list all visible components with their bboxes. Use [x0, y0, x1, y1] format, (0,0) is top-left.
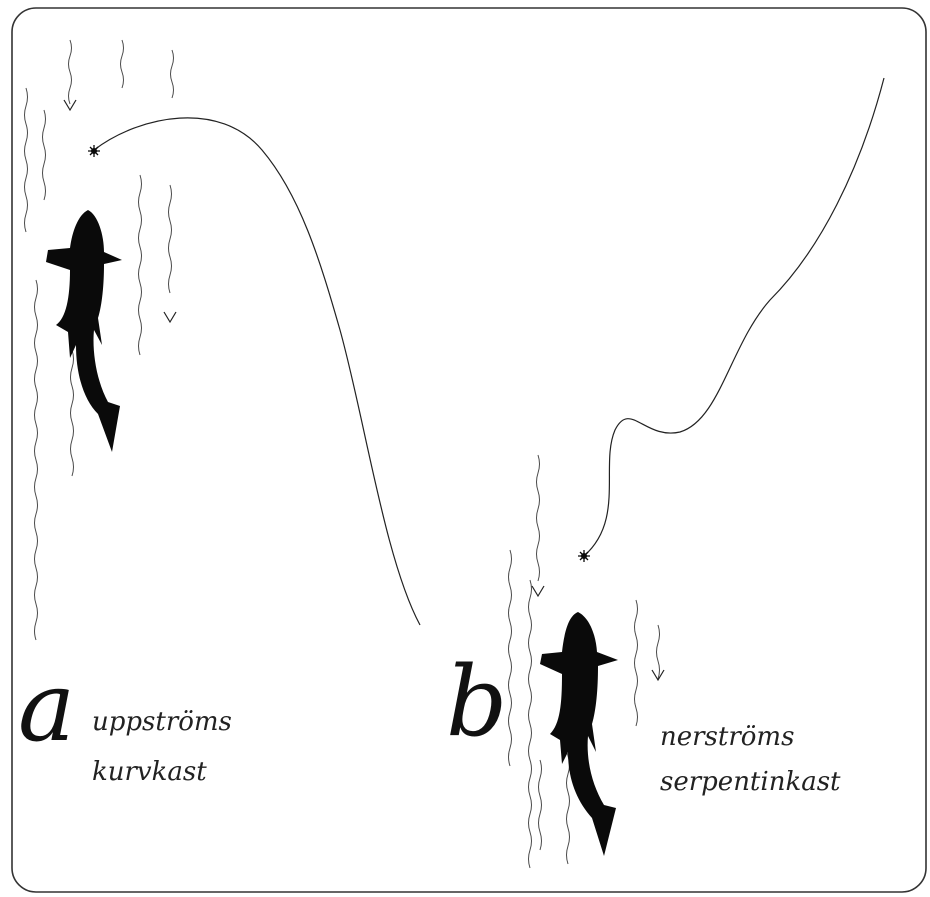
- panel-a-letter: a: [18, 651, 75, 763]
- panel-b-caption-line1: nerströms: [660, 722, 794, 752]
- panel-b-letter: b: [446, 646, 507, 758]
- panel-a-caption-line1: uppströms: [92, 707, 232, 737]
- panel-a-caption-line2: kurvkast: [92, 757, 207, 787]
- panel-b-caption-line2: serpentinkast: [660, 767, 841, 797]
